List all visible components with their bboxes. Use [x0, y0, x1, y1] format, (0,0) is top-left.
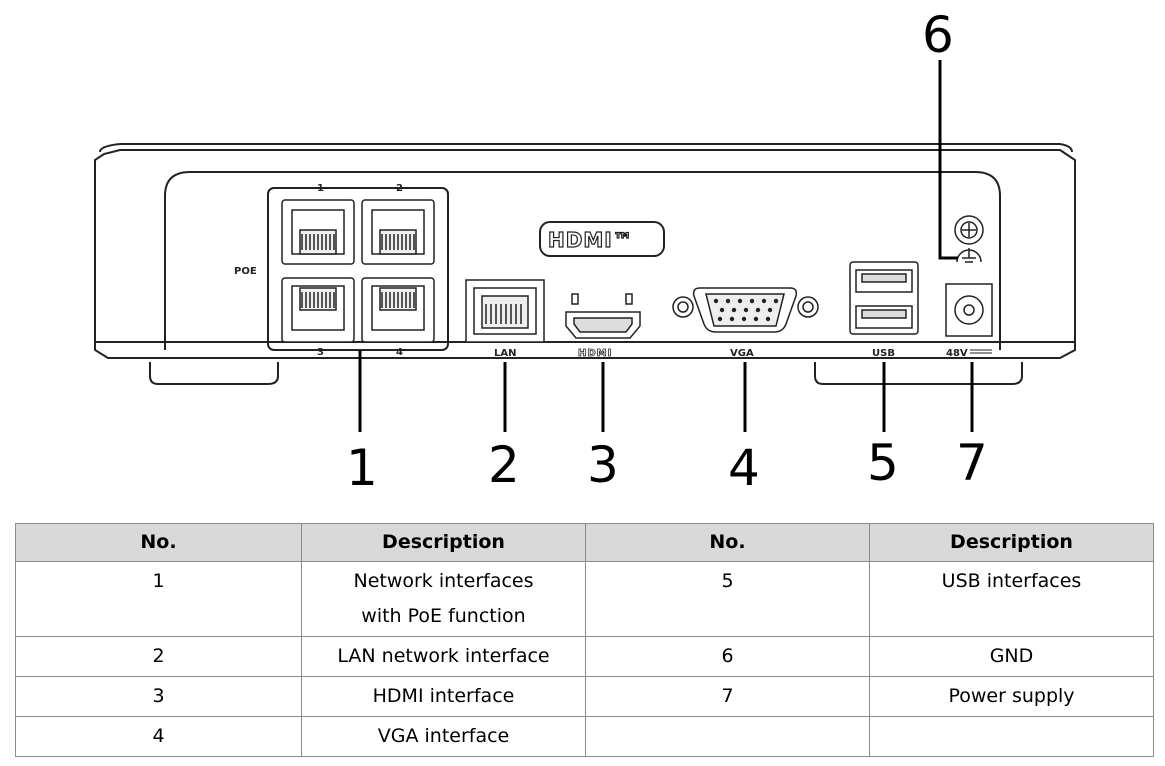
row-description: LAN network interface	[301, 636, 586, 677]
callout-3: 3	[587, 436, 619, 494]
power-jack	[945, 283, 993, 337]
row-number: 1	[15, 561, 302, 637]
rj45-port-icon	[361, 277, 435, 343]
rj45-port-icon	[281, 199, 355, 265]
callout-5: 5	[867, 434, 899, 492]
column-header-description: Description	[869, 523, 1154, 562]
lan-port	[465, 279, 545, 343]
table-row: 1 Network interfaces with PoE function 5…	[15, 561, 1154, 637]
row-number: 3	[15, 676, 302, 717]
row-description: GND	[869, 636, 1154, 677]
poe-port-number-4: 4	[396, 347, 403, 358]
rj45-port-icon	[361, 199, 435, 265]
callout-leaders	[358, 60, 974, 432]
row-description: Power supply	[869, 676, 1154, 717]
lan-label: LAN	[494, 348, 516, 359]
row-description: VGA interface	[301, 716, 586, 757]
interface-description-table: No. Description No. Description 1 Networ…	[15, 523, 1154, 757]
poe-port-number-2: 2	[396, 183, 403, 194]
poe-ports-block: POE 1 2 3 4	[234, 183, 449, 358]
row-description	[869, 716, 1154, 757]
row-description: HDMI interface	[301, 676, 586, 717]
device-rear-panel-figure: POE 1 2 3 4	[94, 6, 1076, 497]
table-header-row: No. Description No. Description	[15, 523, 1154, 562]
table-row: 3 HDMI interface 7 Power supply	[15, 676, 1154, 717]
vga-label: VGA	[730, 348, 754, 359]
callout-4: 4	[728, 439, 760, 497]
ground-terminal-icon	[954, 215, 984, 263]
poe-port-number-1: 1	[317, 183, 324, 194]
hdmi-port	[565, 293, 641, 339]
table-row: 4 VGA interface	[15, 716, 1154, 757]
row-number: 4	[15, 716, 302, 757]
column-header-no: No.	[15, 523, 302, 562]
poe-label: POE	[234, 266, 257, 277]
svg-text:HDMI™: HDMI™	[548, 228, 634, 252]
usb-label: USB	[872, 348, 895, 359]
row-number: 6	[585, 636, 870, 677]
power-label: 48V	[946, 348, 968, 359]
callout-7: 7	[956, 434, 988, 492]
usb-ports	[849, 261, 919, 335]
table-row: 2 LAN network interface 6 GND	[15, 636, 1154, 677]
column-header-no: No.	[585, 523, 870, 562]
row-number: 7	[585, 676, 870, 717]
rj45-port-icon	[281, 277, 355, 343]
hdmi-logo: HDMI™	[539, 221, 665, 257]
row-number: 5	[585, 561, 870, 637]
callout-2: 2	[488, 436, 520, 494]
row-description: Network interfaces with PoE function	[301, 561, 586, 637]
row-number: 2	[15, 636, 302, 677]
callout-6: 6	[922, 6, 954, 64]
row-number	[585, 716, 870, 757]
poe-port-number-3: 3	[317, 347, 324, 358]
vga-port	[672, 287, 819, 333]
hdmi-label: HDMI	[578, 348, 612, 359]
row-description: USB interfaces	[869, 561, 1154, 637]
column-header-description: Description	[301, 523, 586, 562]
callout-1: 1	[346, 439, 378, 497]
dc-symbol-icon	[970, 349, 992, 354]
